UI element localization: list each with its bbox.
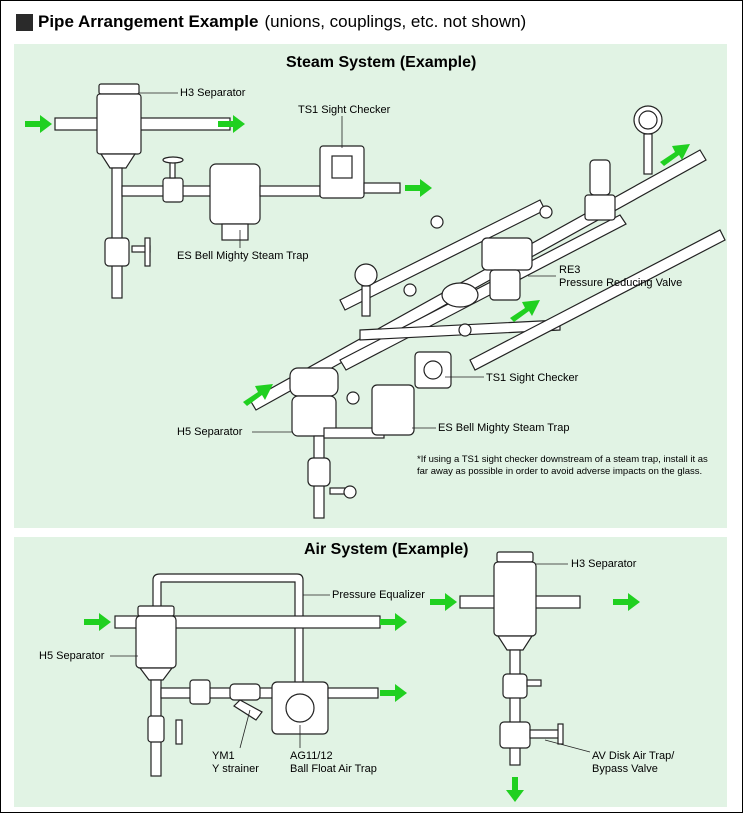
- re3-line1: RE3: [559, 264, 581, 276]
- steam-note: *If using a TS1 sight checker downstream…: [417, 454, 708, 477]
- arrow-air-in: [84, 613, 111, 631]
- ag-line1: AG11/12: [290, 750, 333, 762]
- ag-line2: Ball Float Air Trap: [290, 763, 377, 775]
- air-label-h5-separator: H5 Separator: [39, 650, 105, 662]
- air-float-trap: [271, 681, 379, 735]
- arrow-steam-reduced: [510, 300, 540, 322]
- air-label-ag: AG11/12 Ball Float Air Trap: [290, 750, 377, 776]
- steam-label-ts1-bottom: TS1 Sight Checker: [486, 372, 579, 384]
- steam-label-re3: RE3 Pressure Reducing Valve: [559, 264, 682, 290]
- arrow-steam-into-h5: [243, 384, 273, 406]
- page-header: Pipe Arrangement Example (unions, coupli…: [16, 12, 526, 32]
- steam-label-h3-separator: H3 Separator: [180, 87, 246, 99]
- arrow-air-out-trap: [380, 684, 407, 702]
- ym1-line1: YM1: [212, 750, 235, 762]
- steam-flow-arrows[interactable]: [25, 115, 690, 406]
- header-subtitle: (unions, couplings, etc. not shown): [264, 12, 527, 31]
- air-flow-arrows[interactable]: [84, 593, 640, 802]
- arrow-air-out-h3: [613, 593, 640, 611]
- arrow-air-out-main: [380, 613, 407, 631]
- steam-label-es-bottom: ES Bell Mighty Steam Trap: [438, 422, 570, 434]
- re3-line2: Pressure Reducing Valve: [559, 277, 683, 289]
- steam-trap-bottom: [323, 351, 452, 439]
- air-main-line: [114, 605, 381, 777]
- steam-label-es-top: ES Bell Mighty Steam Trap: [177, 250, 309, 262]
- header-square-icon: [16, 13, 33, 31]
- av-line1: AV Disk Air Trap/: [592, 750, 675, 762]
- air-panel: [14, 537, 727, 807]
- steam-label-h5-separator: H5 Separator: [177, 426, 243, 438]
- ym1-line2: Y strainer: [212, 763, 259, 775]
- air-leader-lines: [110, 563, 591, 753]
- air-label-av: AV Disk Air Trap/ Bypass Valve: [592, 750, 674, 776]
- steam-re3-valve: [441, 237, 533, 308]
- steam-gauges-and-valves: [346, 105, 663, 405]
- steam-ts1-top: [319, 145, 401, 199]
- air-h3-separator-assembly: [459, 551, 581, 766]
- steam-h3-separator-assembly: [54, 83, 231, 299]
- header-title: Pipe Arrangement Example: [38, 12, 259, 31]
- av-line2: Bypass Valve: [592, 763, 658, 775]
- steam-main-lines: [249, 149, 726, 411]
- air-label-ym1: YM1 Y strainer: [212, 750, 259, 776]
- arrow-steam-out-ts1: [405, 179, 432, 197]
- steam-label-ts1-top: TS1 Sight Checker: [298, 104, 391, 116]
- arrow-air-drain: [506, 777, 524, 802]
- air-label-pressure-equalizer: Pressure Equalizer: [332, 589, 425, 601]
- air-title: Air System (Example): [304, 541, 469, 558]
- steam-title: Steam System (Example): [286, 54, 477, 71]
- steam-h5-separator: [289, 367, 357, 519]
- arrow-steam-upper-right: [660, 144, 690, 166]
- steam-leader-lines: [139, 92, 556, 433]
- air-label-h3-separator: H3 Separator: [571, 558, 637, 570]
- arrow-steam-out-h3: [218, 115, 245, 133]
- arrow-steam-in-top: [25, 115, 52, 133]
- steam-trap-top: [162, 156, 321, 241]
- arrow-air-in-h3: [430, 593, 457, 611]
